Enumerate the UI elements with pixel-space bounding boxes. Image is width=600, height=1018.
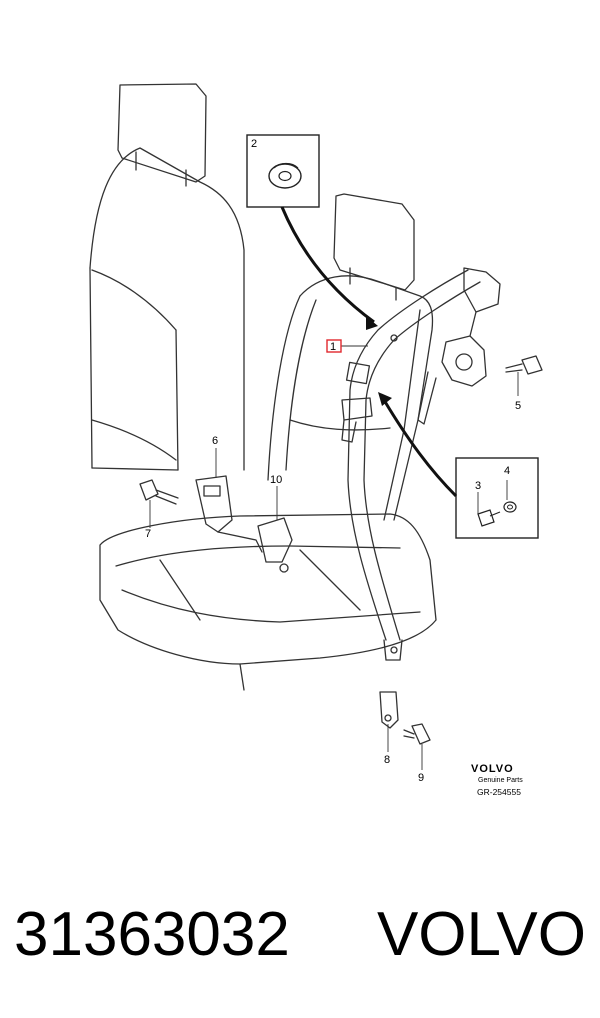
bracket-10 bbox=[257, 517, 293, 573]
part-number: 31363032 bbox=[14, 900, 290, 969]
seat-belt-parts-diagram: 1 2 3 4 5 6 7 8 9 10 VOLVO Genuine Parts… bbox=[89, 83, 543, 797]
bolt-5 bbox=[505, 355, 543, 375]
brand-subtitle: Genuine Parts bbox=[478, 777, 523, 784]
callout-8: 8 bbox=[384, 754, 390, 766]
brand-logo: VOLVO bbox=[471, 763, 514, 775]
callout-1: 1 bbox=[330, 341, 336, 353]
callout-9: 9 bbox=[418, 772, 424, 784]
callout-3: 3 bbox=[475, 480, 481, 492]
highlight-box-part-1 bbox=[326, 339, 342, 353]
footer: 31363032 VOLVO bbox=[0, 895, 600, 985]
callout-2: 2 bbox=[251, 138, 257, 150]
brand-name: VOLVO bbox=[376, 900, 586, 969]
lower-anchor-8 bbox=[379, 691, 399, 729]
drawing-reference: GR-254555 bbox=[477, 787, 521, 797]
seat-cushion-outline bbox=[99, 513, 437, 691]
callout-10: 10 bbox=[270, 474, 282, 486]
front-seat-outline bbox=[267, 193, 434, 521]
callout-4: 4 bbox=[504, 465, 510, 477]
retractor-assembly bbox=[417, 267, 501, 425]
buckle-part bbox=[195, 475, 263, 553]
detail-inset-parts-3-4 bbox=[378, 392, 539, 539]
bolt-7 bbox=[139, 479, 179, 505]
callout-6: 6 bbox=[212, 435, 218, 447]
callout-leaders bbox=[149, 345, 519, 770]
detail-inset-part-2 bbox=[246, 134, 378, 330]
callout-5: 5 bbox=[515, 400, 521, 412]
callout-7: 7 bbox=[145, 528, 151, 540]
bolt-9 bbox=[403, 723, 431, 745]
seat-belt-webbing bbox=[341, 269, 481, 661]
rear-seat-outline bbox=[89, 83, 245, 471]
